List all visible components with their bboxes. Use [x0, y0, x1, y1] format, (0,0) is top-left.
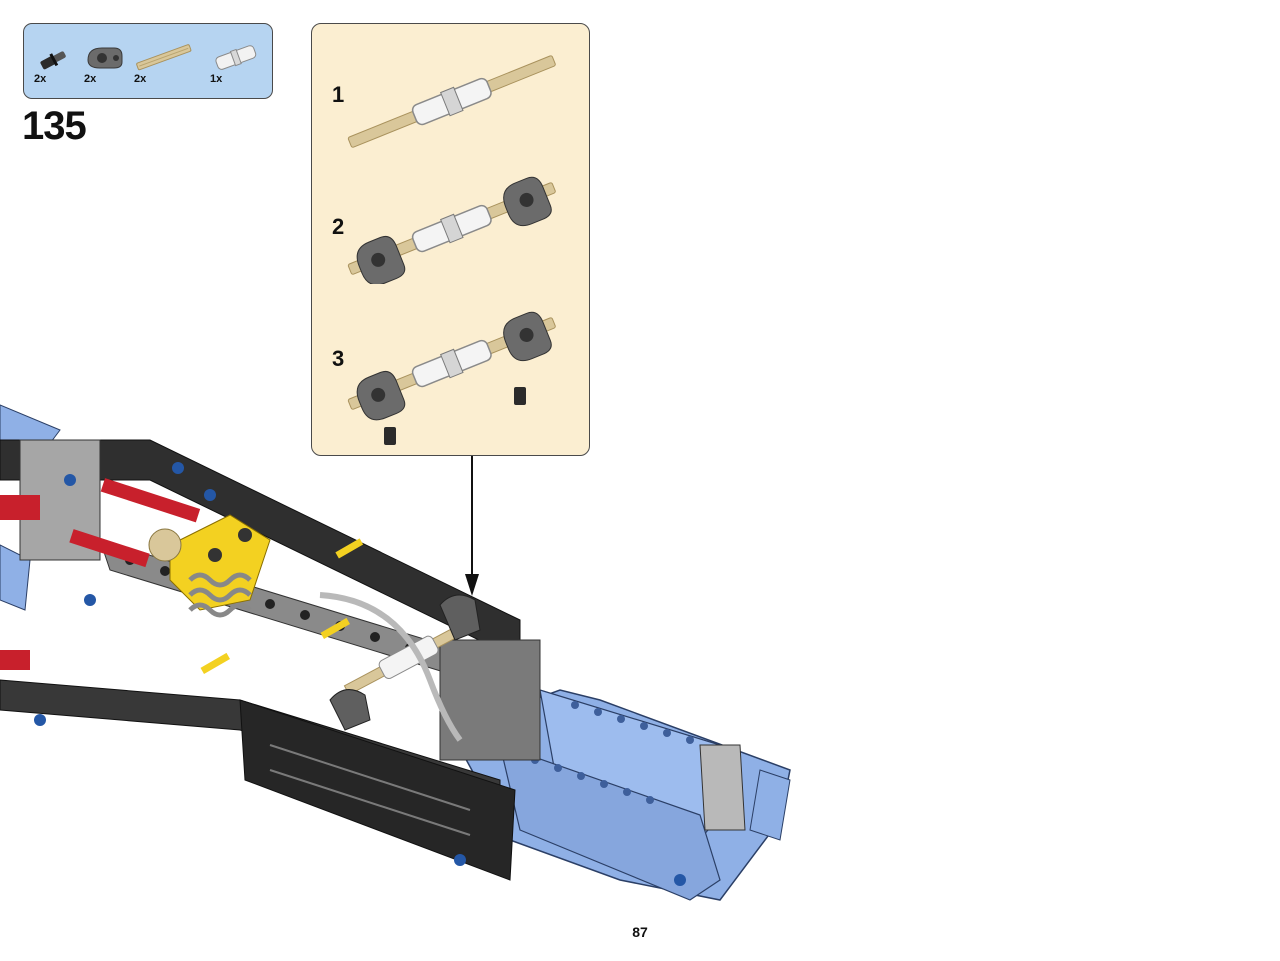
- axle-pin-icon: [40, 51, 66, 70]
- part-axle: 2x: [130, 36, 192, 96]
- part-qty: 2x: [134, 73, 147, 85]
- sub-step-2-illustration: [347, 176, 556, 284]
- part-qty: 1x: [210, 73, 223, 85]
- part-qty: 2x: [34, 73, 47, 85]
- part-axle-joiner: 1x: [206, 36, 262, 96]
- part-qty: 2x: [84, 73, 97, 85]
- angle-connector-icon: [87, 47, 123, 69]
- axle-icon: [136, 44, 192, 71]
- part-axle-pin: 2x: [30, 36, 86, 96]
- sub-assembly-callout: 1 2 3: [311, 23, 590, 456]
- sub-step-3-illustration: [347, 311, 556, 445]
- sub-step-label: 2: [332, 214, 345, 239]
- page-number: 87: [632, 924, 648, 940]
- part-angle-connector: 2x: [80, 36, 136, 96]
- sub-step-1-illustration: [347, 55, 556, 148]
- sub-step-label: 3: [332, 346, 345, 371]
- step-number: 135: [22, 104, 87, 148]
- axle-joiner-icon: [215, 45, 257, 70]
- sub-step-label: 1: [332, 82, 345, 107]
- parts-list-box: 2x 2x 2x 1x: [23, 23, 273, 99]
- model-illustration: [0, 404, 791, 901]
